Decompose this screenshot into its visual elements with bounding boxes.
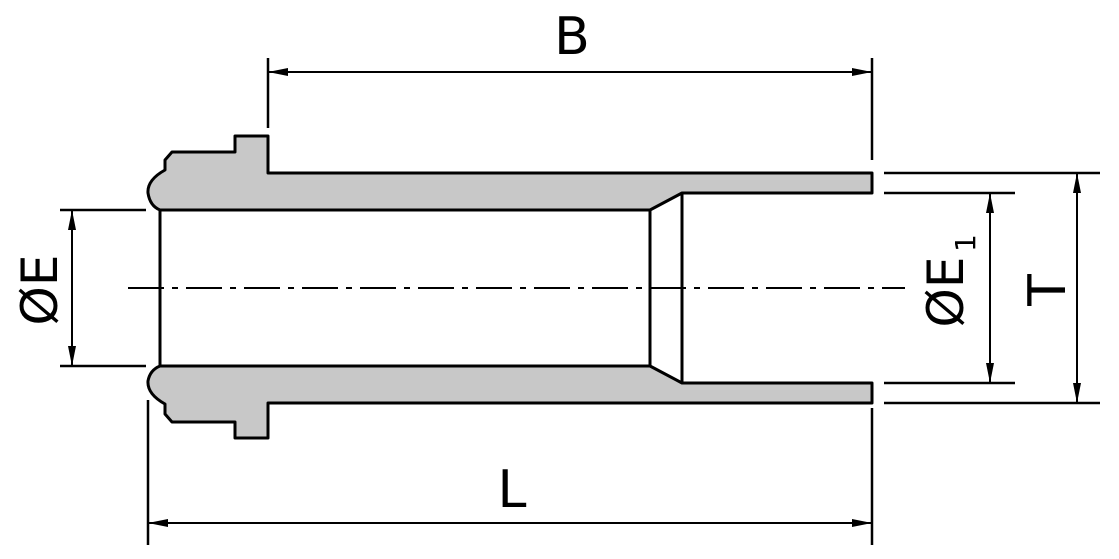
label-t: T xyxy=(1018,274,1078,307)
label-e1: ØE 1 xyxy=(917,234,982,327)
label-e: ØE xyxy=(11,255,69,326)
lower-wall-section xyxy=(146,364,874,440)
label-e1-main: ØE xyxy=(917,257,975,328)
label-l: L xyxy=(498,460,527,520)
label-e1-subscript: 1 xyxy=(949,234,982,252)
label-b: B xyxy=(554,7,590,67)
upper-wall-section xyxy=(146,134,874,212)
